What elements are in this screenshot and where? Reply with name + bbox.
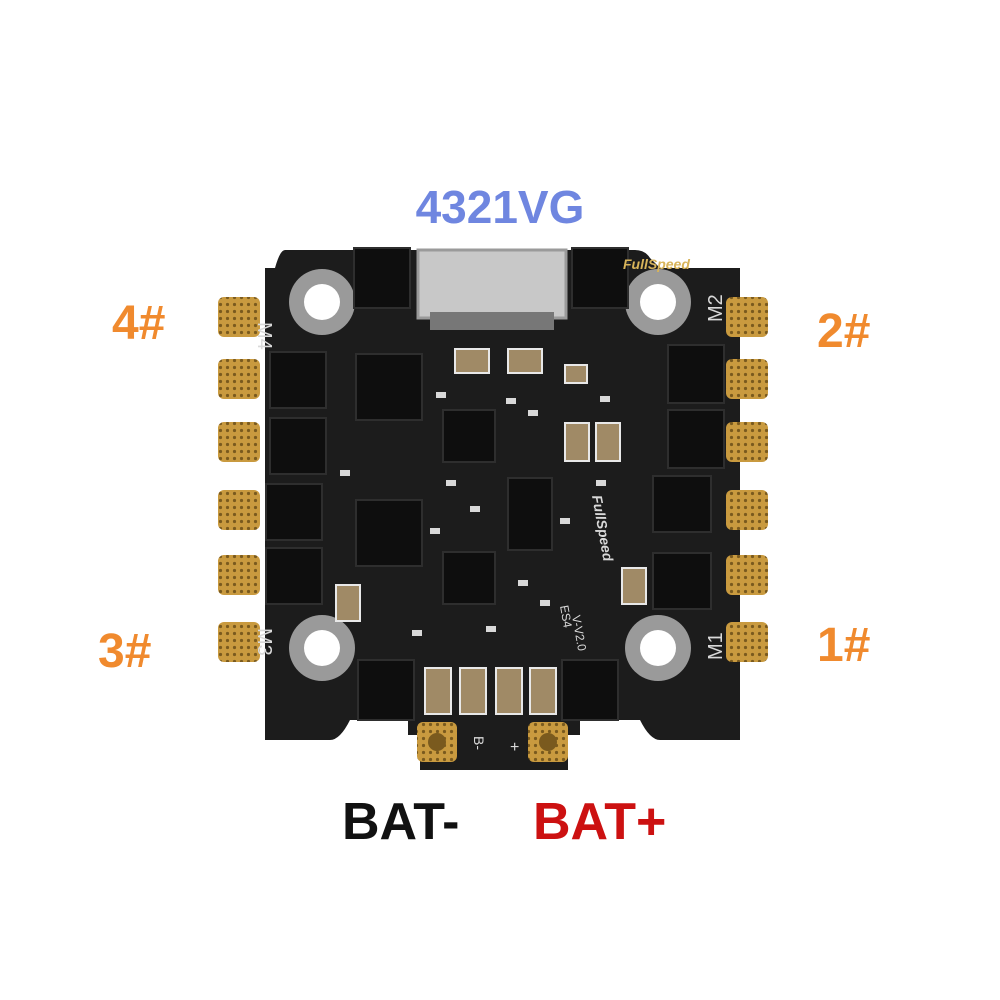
regulator — [507, 477, 553, 551]
capacitor — [335, 584, 361, 622]
motor-2-label: 2# — [817, 305, 871, 358]
mosfet — [571, 247, 629, 309]
motor-3-label: 3# — [98, 625, 152, 678]
motor-pad — [726, 297, 768, 337]
silkscreen-brand-top: FullSpeed — [623, 256, 690, 272]
model-title: 4321VG — [415, 181, 585, 233]
motor-1-label: 1# — [817, 619, 871, 672]
capacitor — [564, 364, 588, 384]
silkscreen-m3: M3 — [253, 628, 275, 656]
capacitor — [621, 567, 647, 605]
mosfet — [667, 409, 725, 469]
mosfet — [269, 351, 327, 409]
battery-positive-label: BAT+ — [533, 793, 667, 851]
motor-pad — [726, 622, 768, 662]
motor-4-label: 4# — [112, 297, 166, 350]
motor-pad — [218, 422, 260, 462]
mosfet — [652, 475, 712, 533]
capacitor — [454, 348, 490, 374]
motor-pad — [218, 622, 260, 662]
capacitor — [459, 667, 487, 715]
mosfet — [353, 247, 411, 309]
mcu-chip — [442, 551, 496, 605]
driver-chip — [355, 499, 423, 567]
mounting-hole — [625, 269, 691, 335]
silkscreen-pad-pos: + — [510, 739, 519, 756]
mosfet — [667, 344, 725, 404]
motor-pad — [218, 297, 260, 337]
capacitor — [424, 667, 452, 715]
motor-pad — [218, 490, 260, 530]
motor-pad — [726, 555, 768, 595]
mounting-hole — [289, 615, 355, 681]
connector — [416, 248, 568, 320]
capacitor — [595, 422, 621, 462]
mosfet — [561, 659, 619, 721]
mosfet — [265, 547, 323, 605]
connector-pins — [430, 312, 554, 330]
capacitor — [495, 667, 523, 715]
driver-chip — [355, 353, 423, 421]
motor-pad — [218, 359, 260, 399]
motor-pad — [726, 490, 768, 530]
capacitor — [564, 422, 590, 462]
silkscreen-m1: M1 — [705, 632, 727, 660]
motor-pad — [726, 359, 768, 399]
silkscreen-pad-neg: B- — [471, 736, 487, 750]
battery-negative-label: BAT- — [342, 793, 460, 851]
mounting-hole — [289, 269, 355, 335]
capacitor — [529, 667, 557, 715]
capacitor — [507, 348, 543, 374]
mounting-hole — [625, 615, 691, 681]
mcu-chip — [442, 409, 496, 463]
silkscreen-model: ES4 — [557, 604, 575, 629]
silkscreen-m2: M2 — [705, 294, 727, 322]
silkscreen-version: V-V2.0 — [569, 614, 589, 652]
mosfet — [357, 659, 415, 721]
mosfet — [269, 417, 327, 475]
silkscreen-m4: M4 — [253, 322, 275, 350]
motor-pad — [218, 555, 260, 595]
mosfet — [652, 552, 712, 610]
mosfet — [265, 483, 323, 541]
motor-pad — [726, 422, 768, 462]
